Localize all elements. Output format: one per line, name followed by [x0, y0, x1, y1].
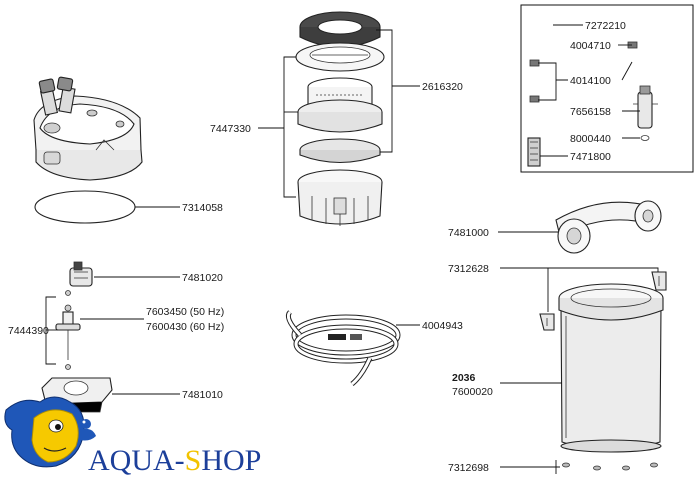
label-2616320: 2616320 [422, 81, 463, 93]
impeller [55, 290, 81, 370]
canister-body [558, 283, 664, 453]
label-2036: 2036 [452, 372, 476, 384]
label-7471800: 7471800 [570, 151, 611, 163]
label-4014100: 4014100 [570, 75, 611, 87]
label-7447330: 7447330 [210, 123, 251, 135]
filter-basket-bottom [297, 169, 383, 226]
label-7312628: 7312628 [448, 263, 489, 275]
canister-feet [562, 462, 658, 471]
label-7481020: 7481020 [182, 272, 223, 284]
label-7481010: 7481010 [182, 389, 223, 401]
carry-handle [555, 200, 662, 254]
intake-tube [527, 18, 557, 167]
label-8000440: 8000440 [570, 133, 611, 145]
filter-pad [299, 138, 381, 164]
impeller-cover [69, 261, 93, 287]
accessory-inset-box [520, 4, 694, 173]
label-7272210: 7272210 [585, 20, 626, 32]
label-7603450: 7603450 (50 Hz) [146, 306, 224, 318]
aqua-shop-logo-text: AQUA-SHOP [88, 444, 261, 477]
filter-basket-top [295, 42, 385, 72]
label-7481000: 7481000 [448, 227, 489, 239]
label-7312698: 7312698 [448, 462, 489, 474]
label-7600430: 7600430 (60 Hz) [146, 321, 224, 333]
label-4004710: 4004710 [570, 40, 611, 52]
foam-filter-ring [299, 11, 381, 48]
label-7600020: 7600020 [452, 386, 493, 398]
pump-head [33, 76, 143, 181]
o-ring-7314058 [34, 190, 136, 224]
label-7444390: 7444390 [8, 325, 49, 337]
outlet-tube [627, 24, 658, 141]
aqua-shop-fish-icon [4, 396, 96, 468]
canister-clip-right [651, 271, 667, 291]
label-7314058: 7314058 [182, 202, 223, 214]
label-4004943: 4004943 [422, 320, 463, 332]
hose-coil [285, 310, 401, 386]
filter-basket-middle [297, 77, 383, 133]
label-7656158: 7656158 [570, 106, 611, 118]
canister-clip-left [539, 313, 555, 331]
